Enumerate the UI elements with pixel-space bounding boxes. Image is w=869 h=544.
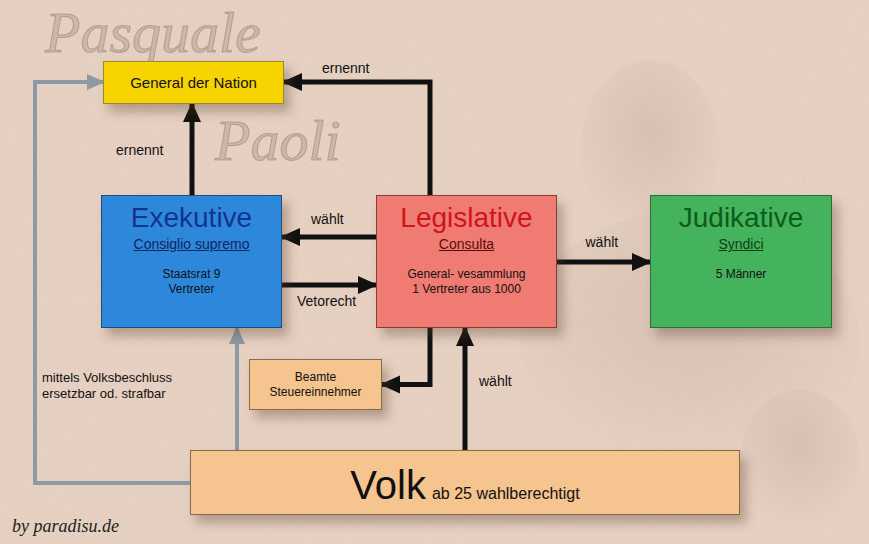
node-text: General- vesammlung 1 Vertreter aus 1000	[403, 267, 531, 297]
flow-arrow	[282, 235, 376, 240]
portrait-shade	[740, 390, 860, 530]
edge-label: wählt	[311, 211, 344, 228]
edge-label: wählt	[586, 234, 619, 251]
executive-box: ExekutiveConsiglio supremoStaatsrat 9 Ve…	[101, 195, 282, 328]
edge-label: Vetorecht	[297, 293, 356, 310]
flow-arrow	[557, 260, 650, 265]
node-text: 5 Männer	[716, 267, 767, 282]
edge-label: wählt	[479, 373, 512, 390]
office-box: General der Nation	[103, 61, 284, 104]
control-arrow	[235, 328, 239, 450]
judicative-box: JudikativeSyndici 5 Männer	[650, 195, 832, 328]
node-title: Beamte Steuereinnehmer	[261, 370, 371, 400]
people-box: Volk ab 25 wahlberechtigt	[190, 450, 740, 515]
flow-arrow	[382, 328, 430, 385]
node-title: Judikative	[679, 202, 804, 234]
credit-text: by paradisu.de	[12, 516, 119, 537]
edge-label: ernennt	[322, 60, 369, 77]
node-title: Volk	[350, 465, 426, 505]
node-text: Consiglio supremo	[134, 236, 250, 253]
flow-arrow	[282, 283, 376, 288]
watermark-text: Paoli	[215, 112, 341, 170]
node-title: General der Nation	[130, 74, 257, 92]
node-title: Legislative	[400, 202, 532, 234]
flow-arrow	[190, 104, 195, 195]
node-text: ab 25 wahlberechtigt	[432, 485, 580, 503]
officials-box: Beamte Steuereinnehmer	[249, 359, 382, 410]
flow-arrow	[463, 328, 468, 450]
edge-label: mittels Volksbeschluss ersetzbar od. str…	[42, 370, 212, 401]
edge-label: ernennt	[116, 142, 163, 159]
node-text: Syndici	[718, 236, 763, 253]
node-title: Exekutive	[131, 202, 252, 234]
watermark-text: Pasquale	[45, 4, 261, 62]
node-text: Staatsrat 9 Vertreter	[152, 267, 232, 297]
node-text: Consulta	[439, 236, 494, 253]
legislative-box: LegislativeConsultaGeneral- vesammlung 1…	[376, 195, 557, 328]
